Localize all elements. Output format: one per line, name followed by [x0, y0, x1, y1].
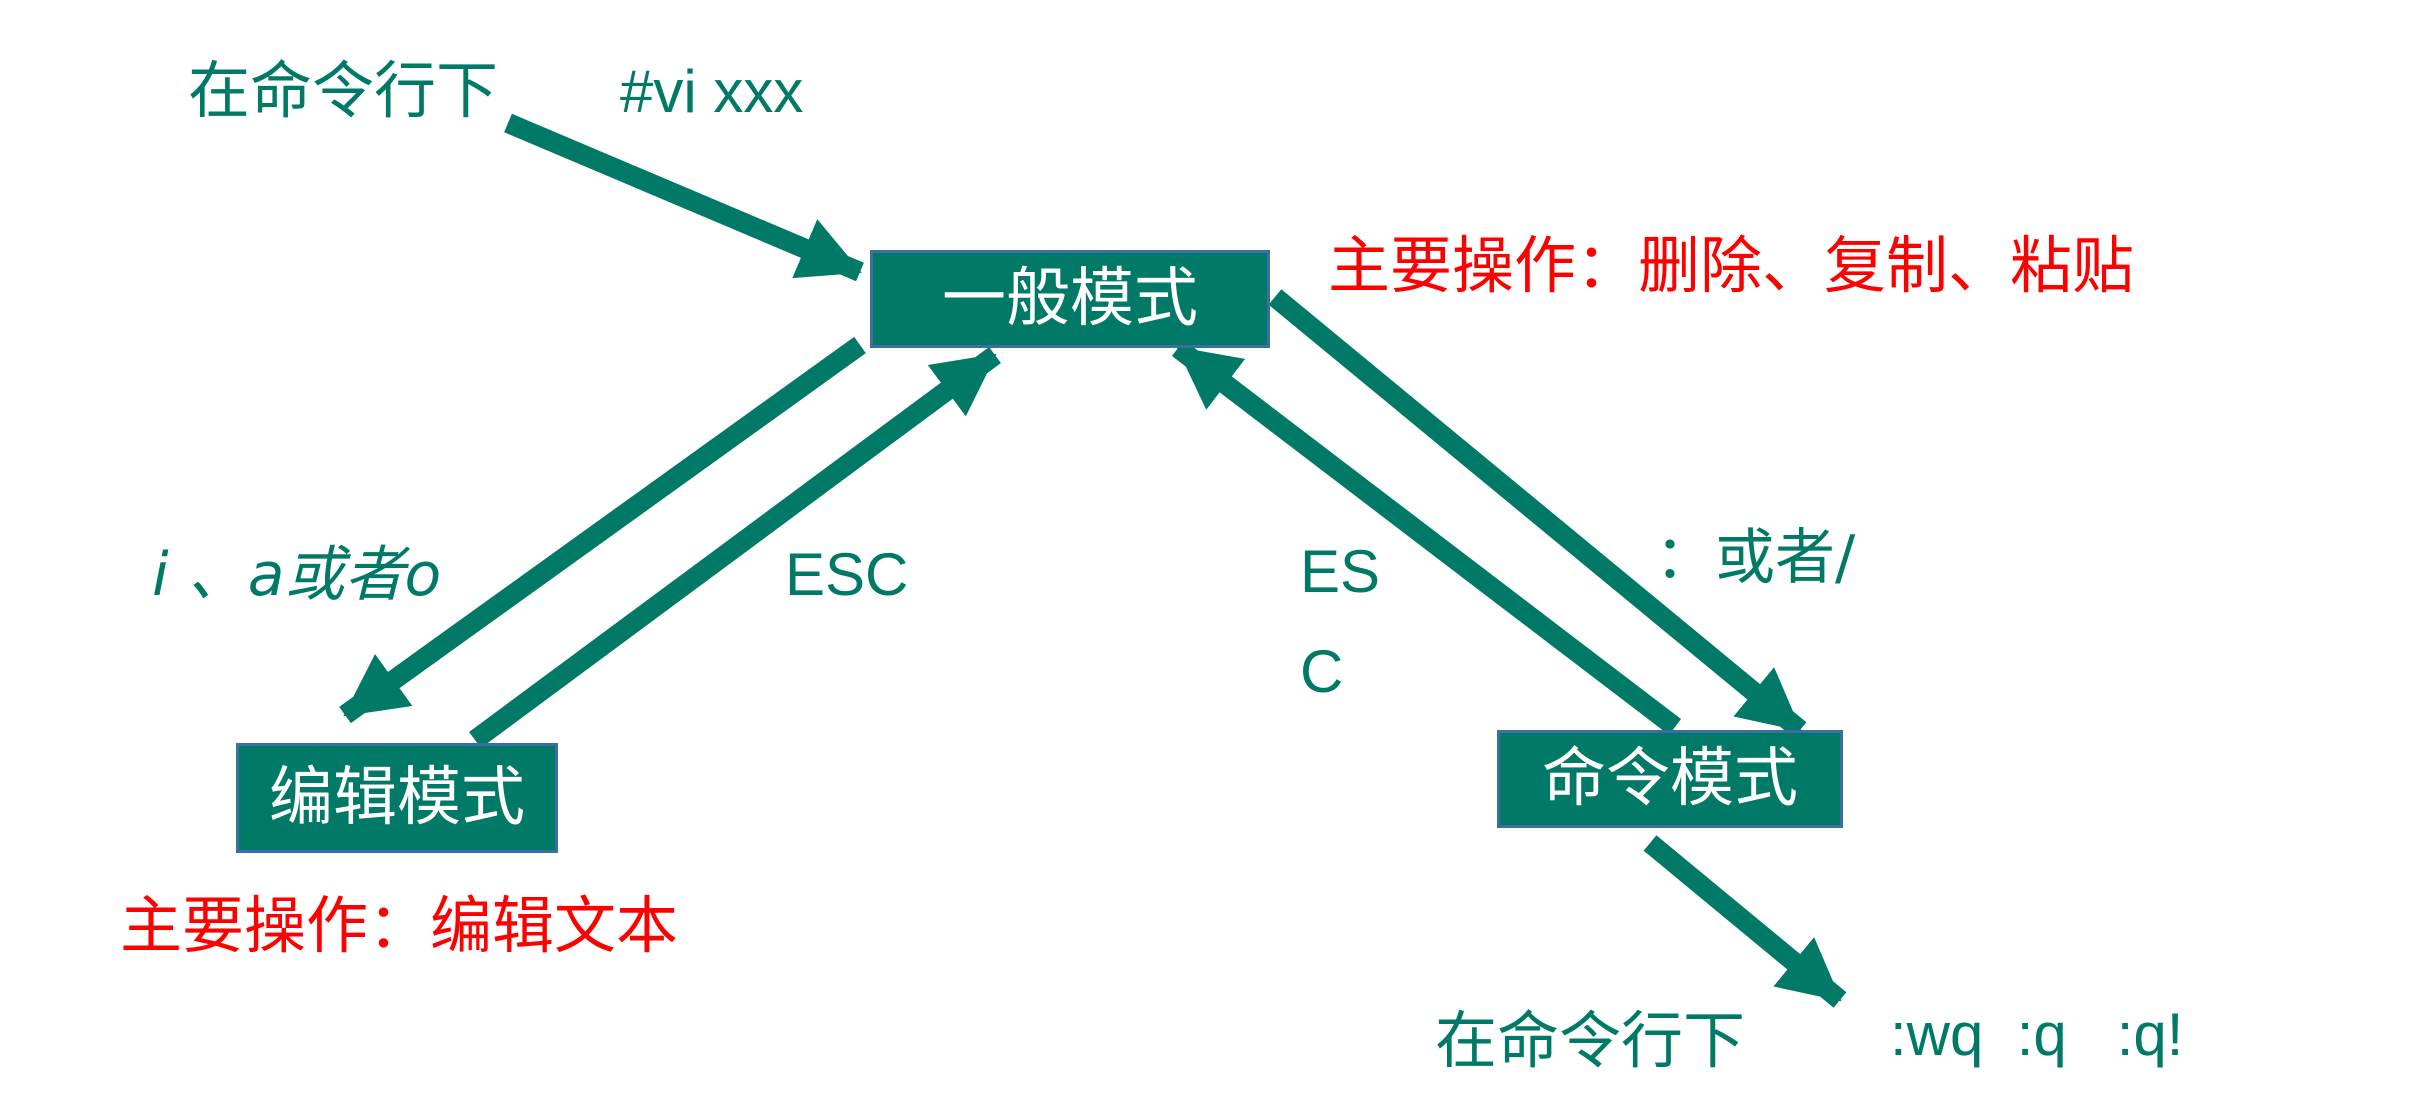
exit-commands: :wq :q :q!: [1890, 1001, 2184, 1068]
node-normal-mode: 一般模式: [870, 250, 1270, 348]
edit-mode-operations-note: 主要操作：编辑文本: [120, 889, 679, 962]
node-edit-mode-label: 编辑模式: [269, 761, 525, 835]
node-normal-mode-label: 一般模式: [942, 262, 1198, 336]
start-vi-command: #vi xxx: [620, 58, 804, 125]
normal-mode-operations-note: 主要操作：删除、复制、粘贴: [1328, 229, 2135, 302]
node-command-mode: 命令模式: [1497, 730, 1843, 828]
transition-command-to-normal-label-line1: ES: [1300, 538, 1381, 605]
arrow-command-to-normal: [1171, 340, 1682, 735]
arrow-normal-to-command: [1268, 289, 1807, 738]
arrow-command-to-exit: [1643, 835, 1847, 1008]
transition-to-command-label: ：或者/: [1655, 523, 1856, 593]
transition-edit-to-normal-label: ESC: [785, 541, 909, 608]
arrow-edit-to-normal: [469, 346, 1001, 749]
node-command-mode-label: 命令模式: [1542, 742, 1798, 816]
start-command-line-label: 在命令行下: [188, 54, 499, 127]
exit-command-line-label: 在命令行下: [1435, 1004, 1746, 1077]
arrow-normal-to-edit: [339, 336, 866, 724]
transition-to-edit-label: i 、a或者o: [152, 540, 442, 610]
node-edit-mode: 编辑模式: [236, 743, 558, 853]
arrow-start-to-normal: [504, 113, 864, 282]
transition-command-to-normal-label-line2: C: [1300, 638, 1344, 705]
